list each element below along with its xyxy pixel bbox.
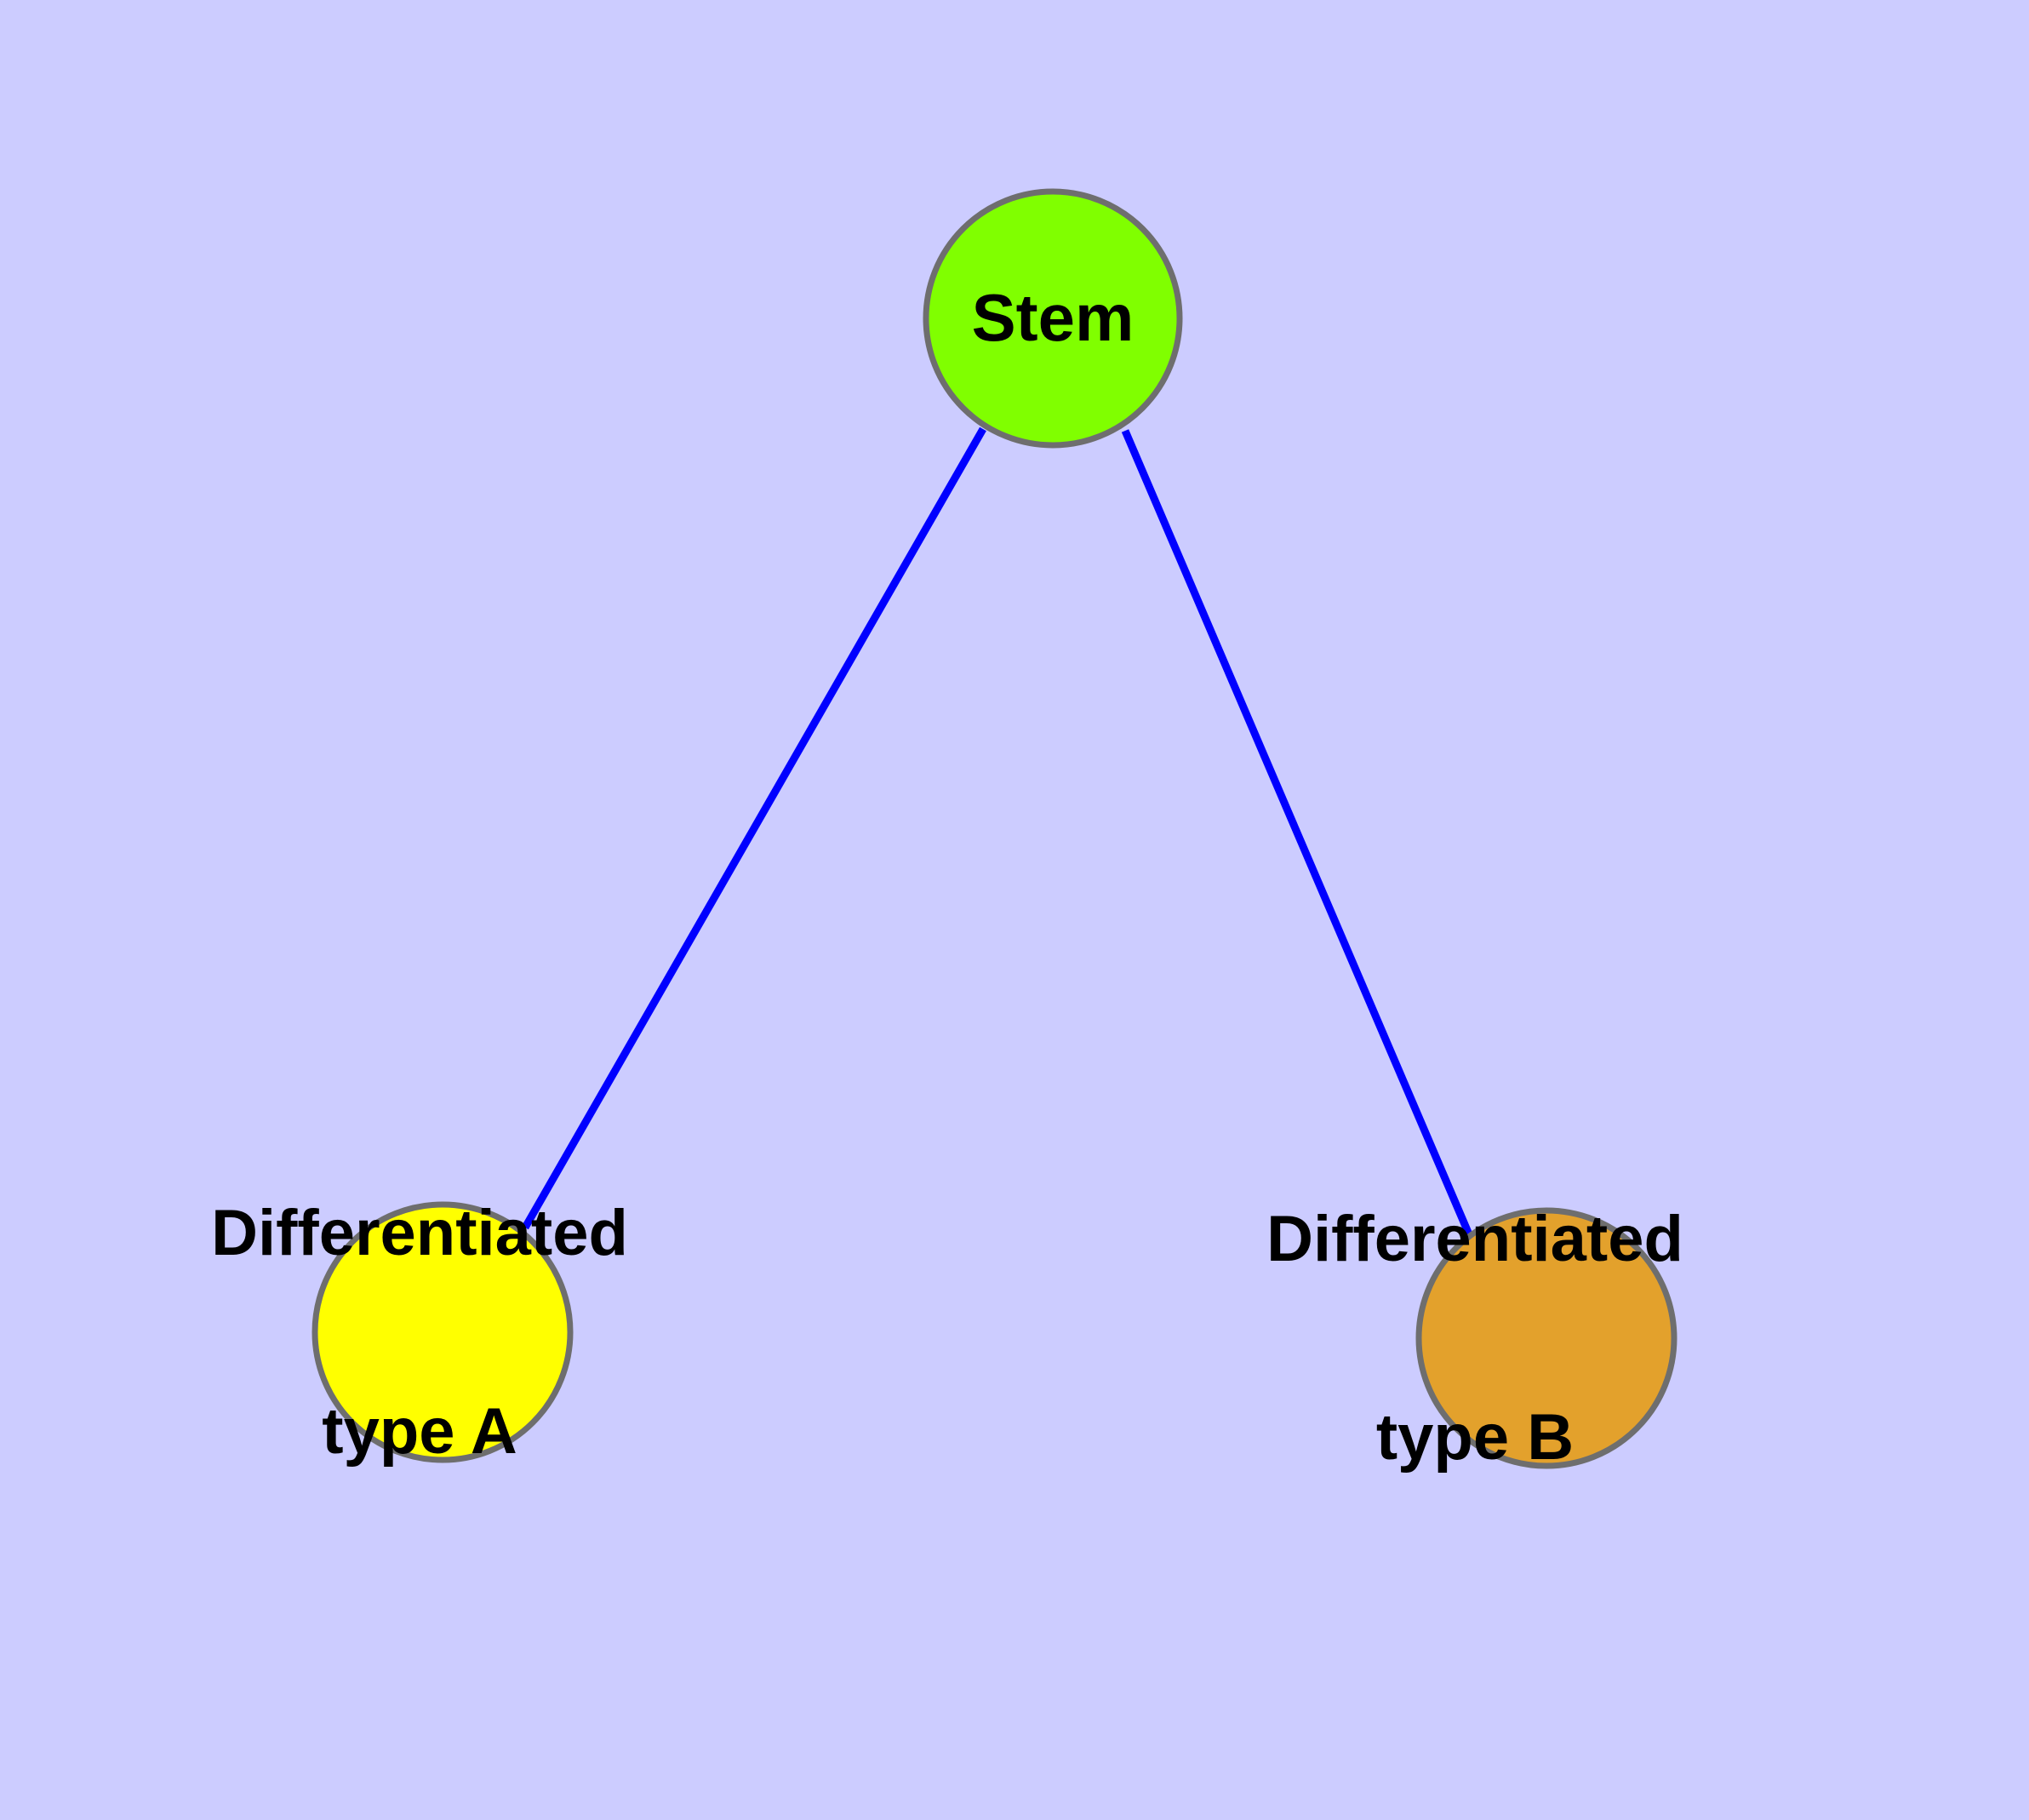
edge-stem-to-differentiated-type-a[interactable] — [522, 426, 986, 1230]
edge-stem-to-differentiated-type-b[interactable] — [1121, 429, 1473, 1236]
node-stem[interactable] — [923, 188, 1183, 449]
node-differentiated-type-a[interactable] — [311, 1201, 574, 1463]
node-layer — [311, 188, 1677, 1469]
edge-layer — [522, 426, 1473, 1236]
node-differentiated-type-b[interactable] — [1415, 1207, 1677, 1469]
